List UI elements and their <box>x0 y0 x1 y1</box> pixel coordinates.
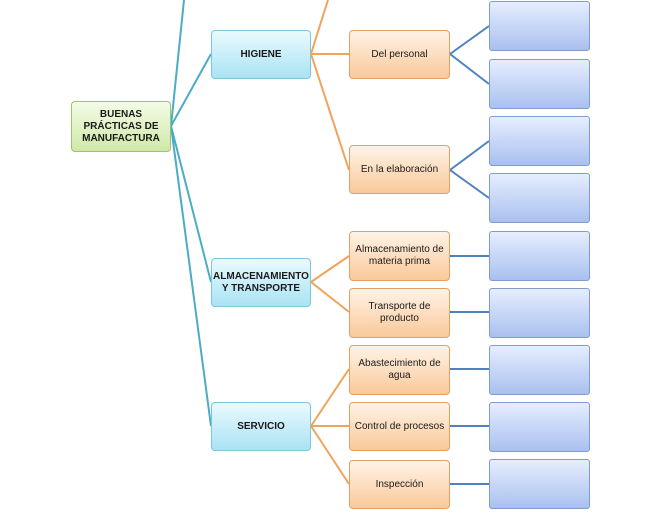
item-abastecimiento-agua-label: Abastecimiento de agua <box>358 358 441 381</box>
leaf-box-elaboracion-1[interactable] <box>489 116 590 166</box>
item-en-la-elaboracion-label: En la elaboración <box>360 163 439 175</box>
root-node[interactable]: BUENAS PRÁCTICAS DE MANUFACTURA <box>71 101 171 152</box>
leaf-box-personal-2[interactable] <box>489 59 590 109</box>
connector-root-offscreen <box>170 0 185 127</box>
item-en-la-elaboracion[interactable]: En la elaboración <box>349 145 450 194</box>
connector-servicio-inspeccion <box>310 425 350 485</box>
item-inspeccion-label: Inspección <box>375 478 424 490</box>
item-abastecimiento-agua[interactable]: Abastecimiento de agua <box>349 345 450 395</box>
connector-almac-materia <box>310 255 350 283</box>
leaf-box-elaboracion-2[interactable] <box>489 173 590 223</box>
category-servicio-label: SERVICIO <box>237 420 285 432</box>
connector-elaboracion-leaf1 <box>449 140 490 171</box>
connector-personal-leaf2 <box>449 53 490 85</box>
item-del-personal[interactable]: Del personal <box>349 30 450 79</box>
connector-servicio-agua <box>310 368 350 427</box>
leaf-box-personal-1[interactable] <box>489 1 590 51</box>
leaf-box-transporte[interactable] <box>489 288 590 338</box>
connector-root-higiene <box>170 53 212 127</box>
root-label: BUENAS PRÁCTICAS DE MANUFACTURA <box>82 108 160 144</box>
item-transporte-producto-label: Transporte de producto <box>368 301 431 324</box>
item-del-personal-label: Del personal <box>371 48 428 60</box>
category-higiene-label: HIGIENE <box>240 48 282 60</box>
item-inspeccion[interactable]: Inspección <box>349 460 450 509</box>
connector-higiene-elaboracion <box>310 53 350 171</box>
category-higiene[interactable]: HIGIENE <box>211 30 311 79</box>
leaf-box-inspeccion[interactable] <box>489 459 590 509</box>
category-servicio[interactable]: SERVICIO <box>211 402 311 451</box>
category-almacenamiento[interactable]: ALMACENAMIENTO Y TRANSPORTE <box>211 258 311 307</box>
item-almacenamiento-materia-prima[interactable]: Almacenamiento de materia prima <box>349 231 450 281</box>
connector-higiene-offscreen <box>310 0 329 55</box>
connector-personal-leaf1 <box>449 25 490 55</box>
item-transporte-producto[interactable]: Transporte de producto <box>349 288 450 338</box>
leaf-box-control[interactable] <box>489 402 590 452</box>
category-almacenamiento-label: ALMACENAMIENTO Y TRANSPORTE <box>213 270 309 294</box>
item-control-procesos[interactable]: Control de procesos <box>349 402 450 451</box>
connector-root-almacenamiento <box>170 125 212 283</box>
item-control-procesos-label: Control de procesos <box>354 420 445 432</box>
connector-root-servicio <box>170 125 212 427</box>
leaf-box-agua[interactable] <box>489 345 590 395</box>
item-almacenamiento-materia-prima-label: Almacenamiento de materia prima <box>355 244 444 267</box>
connector-elaboracion-leaf2 <box>449 169 490 199</box>
connector-almac-transporte <box>310 281 350 313</box>
leaf-box-materia-prima[interactable] <box>489 231 590 281</box>
